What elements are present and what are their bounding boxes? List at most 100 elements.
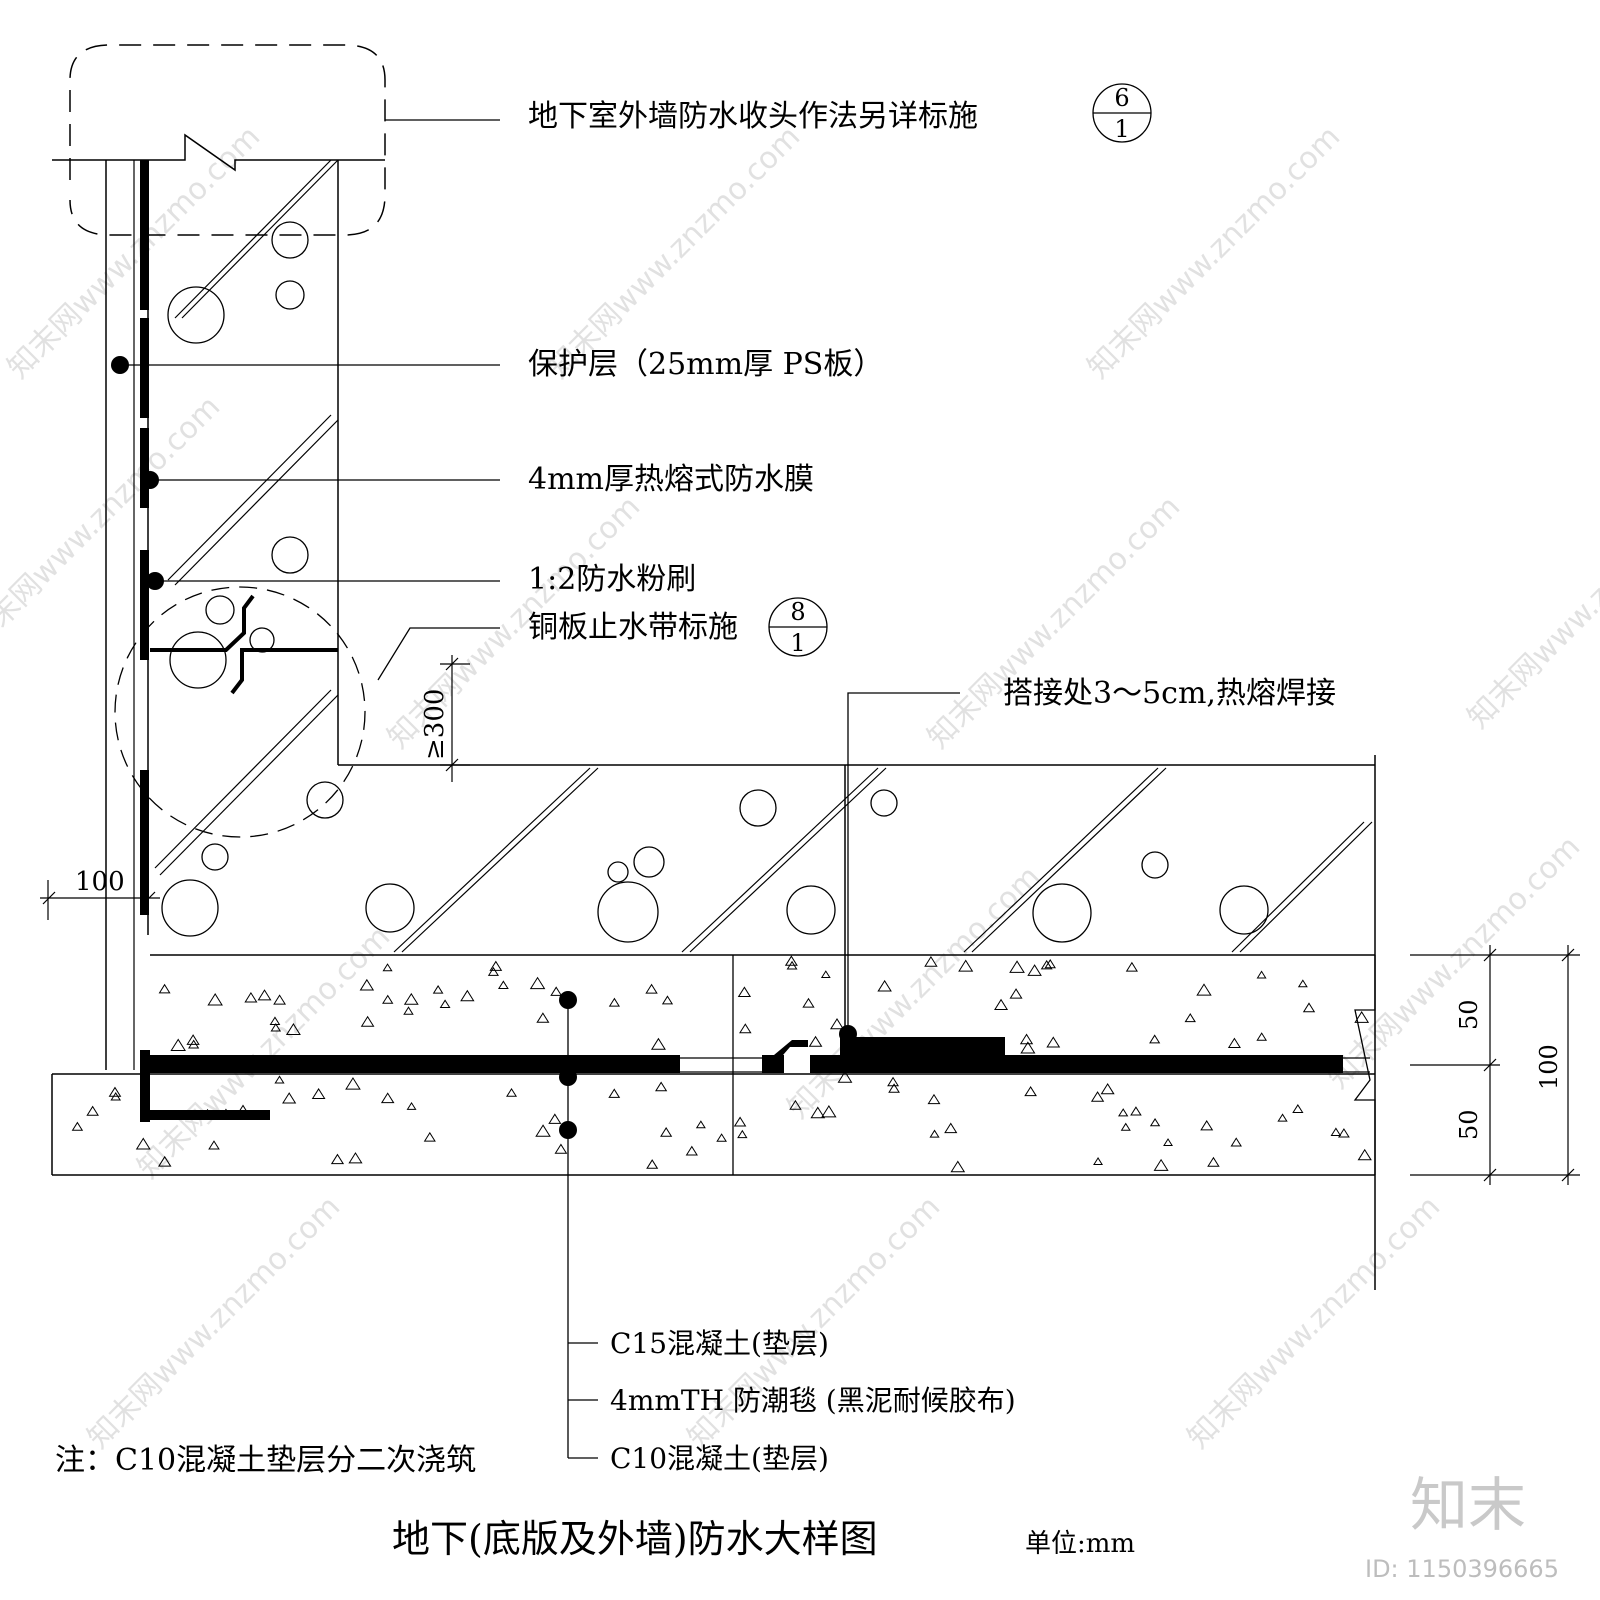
- aggregate-mark: [1046, 1036, 1061, 1048]
- aggregate-mark: [86, 1105, 99, 1116]
- watermark-text: 知末网www.znzmo.com: [921, 489, 1187, 755]
- aggregate-mark: [1009, 988, 1023, 999]
- aggregate-mark: [1184, 1013, 1196, 1023]
- aggregate-mark: [661, 995, 674, 1005]
- aggregate-mark: [1277, 1113, 1288, 1122]
- label-wall-termination: 地下室外墙防水收头作法另详标施: [528, 99, 978, 134]
- aggregate-mark: [186, 1034, 200, 1045]
- aggregate-mark: [1040, 959, 1053, 970]
- brand-logo: 知末: [1410, 1471, 1526, 1539]
- aggregate-mark: [489, 960, 503, 971]
- aggregate-mark: [660, 1126, 673, 1137]
- aggregate-mark: [550, 986, 563, 996]
- wall-waterproofing: [105, 160, 270, 1122]
- aggregate-mark: [237, 1104, 249, 1114]
- aggregate-mark: [1120, 1122, 1131, 1131]
- aggregate-mark: [71, 1121, 84, 1131]
- label-c10: C10混凝土(垫层): [610, 1442, 829, 1475]
- aggregate-mark: [157, 1155, 172, 1167]
- aggregate-mark: [1149, 1034, 1161, 1044]
- aggregate-mark: [716, 1133, 727, 1142]
- aggregate-mark: [950, 1160, 966, 1173]
- ref1-bottom: 1: [1114, 115, 1129, 143]
- aggregate-mark: [994, 998, 1009, 1010]
- label-membrane: 4mm厚热熔式防水膜: [528, 462, 814, 497]
- watermark-text: 知末网www.znzmo.com: [0, 389, 227, 655]
- aggregate-mark: [789, 1099, 802, 1110]
- aggregate-mark: [360, 1015, 375, 1027]
- aggregate-mark: [274, 1075, 285, 1084]
- aggregate-mark: [1207, 1156, 1220, 1167]
- ref2-bottom: 1: [790, 629, 805, 657]
- label-copper-waterstop: 铜板止水带标施: [528, 610, 738, 645]
- label-c15: C15混凝土(垫层): [610, 1327, 829, 1360]
- aggregate-mark: [1130, 1106, 1142, 1116]
- aggregate-mark: [273, 994, 287, 1005]
- aggregate-mark: [927, 1093, 941, 1105]
- aggregate-mark: [1100, 1083, 1115, 1095]
- aggregate-mark: [244, 991, 258, 1003]
- reference-bubble-8-1: 8 1: [768, 597, 828, 657]
- bottom-slab: [150, 755, 1376, 1290]
- aggregate-mark: [1292, 1104, 1304, 1114]
- aggregate-mark: [929, 1129, 940, 1138]
- aggregate-mark: [837, 1070, 853, 1083]
- aggregate-mark: [608, 997, 621, 1007]
- aggregate-mark: [1093, 1157, 1103, 1165]
- aggregate-mark: [786, 960, 798, 970]
- aggregate-mark: [608, 1088, 621, 1098]
- aggregate-mark: [1230, 1137, 1242, 1147]
- aggregate-mark: [1196, 983, 1212, 996]
- aggregate-mark: [1153, 1158, 1169, 1171]
- aggregate-mark: [170, 1038, 186, 1052]
- aggregate-mark: [188, 1039, 200, 1049]
- aggregate-mark: [784, 955, 798, 966]
- ref1-top: 6: [1114, 84, 1129, 112]
- dim-lower-layer: 50: [1455, 1109, 1483, 1140]
- watermark-text: 知末网www.znzmo.com: [781, 859, 1047, 1125]
- detail-circle: [114, 586, 366, 838]
- leader-dots: [111, 356, 857, 1139]
- aggregate-mark: [924, 955, 938, 967]
- aggregate-mark: [808, 1035, 823, 1047]
- aggregate-mark: [345, 1077, 361, 1090]
- copper-waterstop: [150, 594, 338, 695]
- concrete-stipple: [71, 955, 1372, 1173]
- cushion-layers: [51, 955, 1376, 1176]
- aggregate-mark: [1090, 1091, 1105, 1102]
- aggregate-mark: [958, 959, 974, 972]
- aggregate-mark: [382, 994, 394, 1004]
- aggregate-mark: [1338, 1128, 1350, 1138]
- aggregate-mark: [1020, 1041, 1036, 1054]
- aggregate-mark: [1330, 1127, 1342, 1136]
- aggregate-mark: [536, 1012, 550, 1023]
- aggregate-mark: [1044, 959, 1056, 969]
- aggregate-mark: [739, 1023, 752, 1034]
- aggregate-mark: [207, 993, 223, 1006]
- aggregate-mark: [202, 1108, 213, 1117]
- aggregate-mark: [506, 1087, 518, 1097]
- aggregate-mark: [887, 1076, 900, 1087]
- aggregate-mark: [1302, 1002, 1316, 1013]
- aggregate-mark: [110, 1092, 122, 1101]
- aggregate-mark: [554, 1143, 568, 1154]
- aggregate-mark: [1256, 1032, 1268, 1041]
- leader-lines: [120, 119, 960, 1459]
- aggregate-mark: [810, 1106, 826, 1119]
- aggregate-mark: [257, 989, 272, 1001]
- watermark-text: 知末网www.znzmo.com: [1461, 469, 1600, 735]
- aggregate-mark: [821, 1105, 837, 1118]
- aggregate-mark: [733, 1116, 747, 1127]
- aggregate-mark: [432, 984, 444, 994]
- aggregate-mark: [655, 1081, 668, 1092]
- aggregate-mark: [737, 986, 752, 998]
- aggregate-mark: [135, 1137, 151, 1150]
- aggregate-mark: [645, 983, 658, 994]
- ref2-top: 8: [790, 598, 805, 626]
- aggregate-mark: [802, 997, 815, 1008]
- dim-upper-layer: 50: [1455, 999, 1483, 1030]
- aggregate-mark: [219, 1108, 233, 1119]
- aggregate-mark: [403, 992, 419, 1005]
- break-outline: [69, 44, 386, 236]
